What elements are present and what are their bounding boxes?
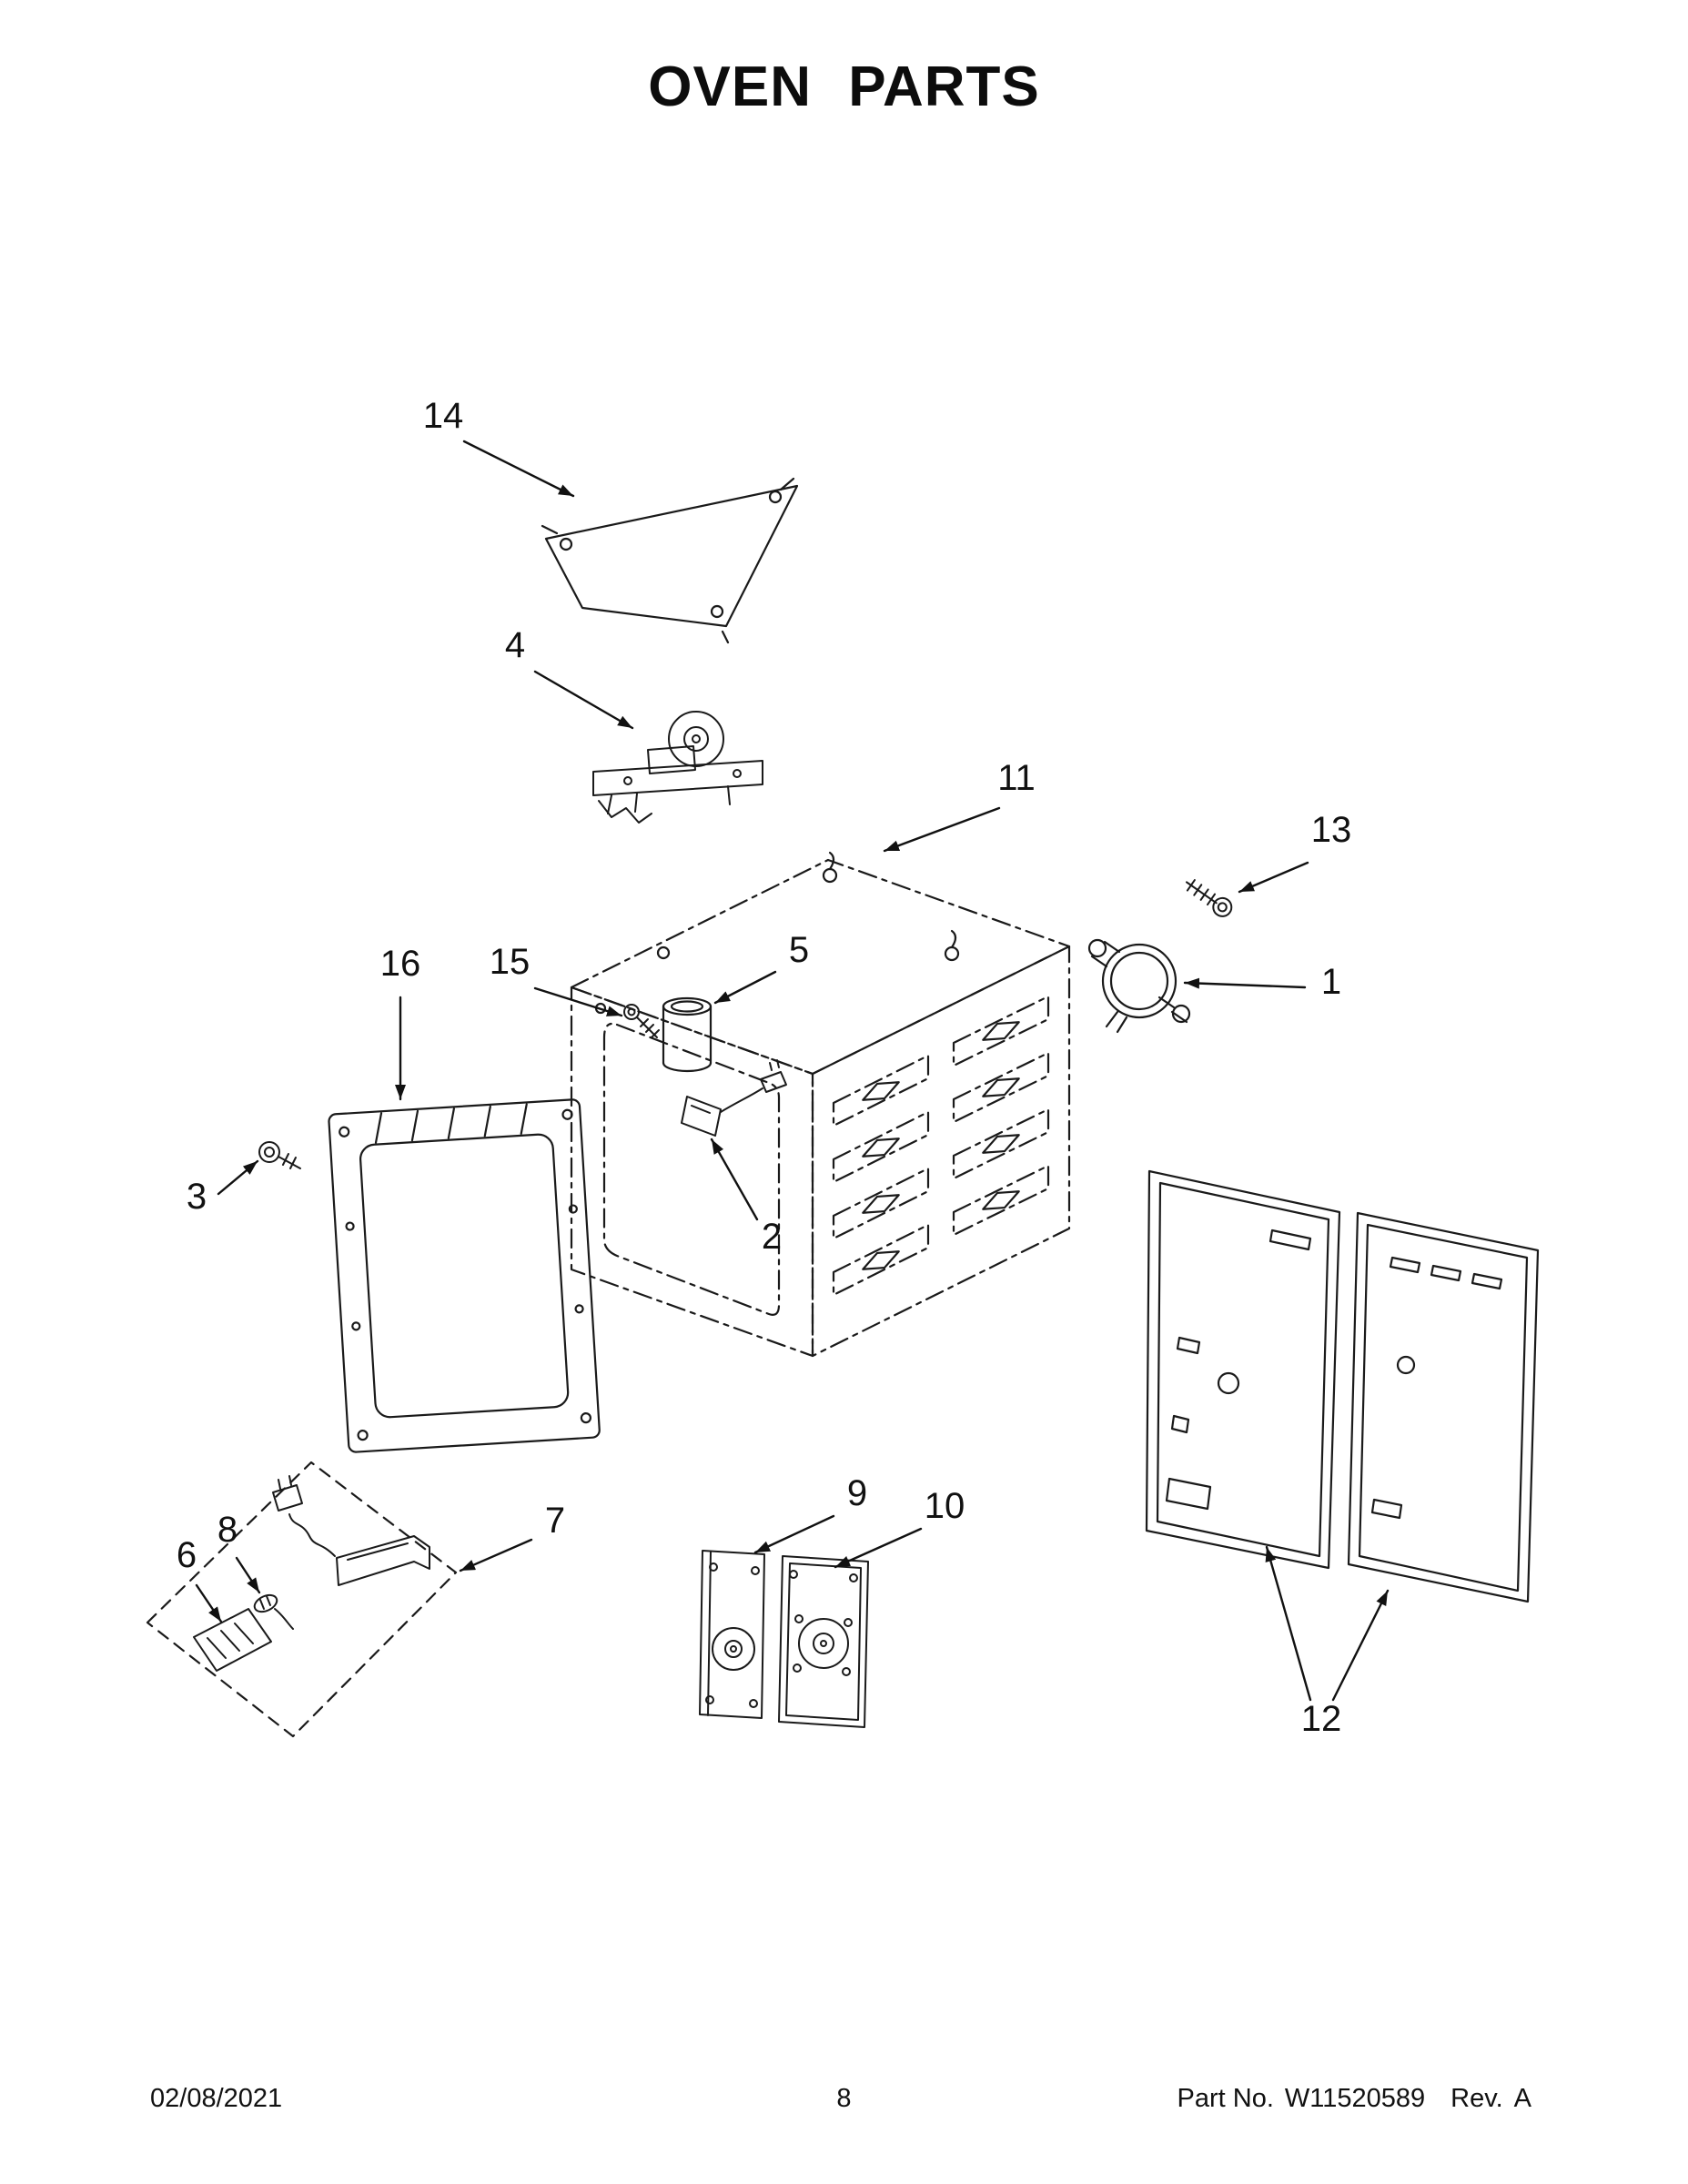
- callout-12: 12: [1301, 1699, 1342, 1739]
- callout-7: 7: [545, 1501, 565, 1541]
- callout-16: 16: [380, 944, 421, 984]
- part-9-blower-plate-left: [699, 1550, 765, 1719]
- footer-part-number: W11520589: [1284, 2084, 1426, 2113]
- callout-3: 3: [187, 1177, 207, 1217]
- part-13-screw: [1185, 879, 1233, 917]
- callout-8: 8: [217, 1510, 238, 1550]
- page-title: OVEN PARTS: [648, 56, 1040, 118]
- leader-5: [713, 970, 777, 1005]
- part-1-thermostat: [1087, 938, 1191, 1034]
- leader-10: [834, 1527, 923, 1569]
- cavity-top-details: [594, 851, 960, 1015]
- callout-15: 15: [490, 942, 531, 982]
- leader-12b: [1331, 1589, 1390, 1702]
- leader-13: [1238, 861, 1309, 894]
- part-14-cover-panel: [541, 477, 799, 644]
- leader-12a: [1265, 1545, 1312, 1702]
- part-15-screw: [623, 1004, 660, 1038]
- part-10-blower-plate-right: [778, 1555, 869, 1728]
- leader-4: [533, 670, 634, 730]
- callout-11: 11: [997, 758, 1036, 798]
- part-11-oven-cavity: [570, 851, 1071, 1358]
- part-5-cylinder: [662, 996, 713, 1073]
- footer-part-label: Part No.: [1177, 2084, 1274, 2113]
- footer-part-info: Part No. W11520589 Rev. A: [1178, 2084, 1531, 2114]
- callout-9: 9: [847, 1473, 867, 1513]
- part-8-sensor-bulb: [253, 1593, 294, 1630]
- callout-numbers: 14 4 11 13 1 5 15 16 2 3 7 6 8 9 10 12: [177, 396, 1351, 1739]
- callout-1: 1: [1321, 962, 1341, 1002]
- part-16-front-frame: [328, 1098, 601, 1453]
- leader-7: [459, 1538, 533, 1572]
- leader-1: [1183, 977, 1307, 989]
- callout-leaders: [195, 440, 1390, 1702]
- leader-8: [235, 1556, 261, 1594]
- leader-15: [533, 986, 623, 1017]
- part-3-screw: [258, 1141, 301, 1169]
- footer-rev-value: A: [1513, 2084, 1531, 2113]
- leader-9: [753, 1514, 835, 1554]
- leader-14: [462, 440, 575, 498]
- part-7-latch-assembly: [272, 1475, 430, 1586]
- page-footer: 02/08/2021 8 Part No. W11520589 Rev. A: [0, 2084, 1688, 2122]
- callout-5: 5: [789, 930, 809, 970]
- footer-rev-label: Rev.: [1450, 2084, 1503, 2113]
- footer-page-number: 8: [836, 2084, 852, 2113]
- leader-6: [195, 1583, 223, 1623]
- leader-3: [217, 1159, 259, 1196]
- part-12-rear-panel-left: [1145, 1169, 1341, 1570]
- callout-2: 2: [762, 1217, 782, 1257]
- leader-11: [883, 806, 1001, 853]
- callout-4: 4: [505, 625, 525, 665]
- part-2-sensor-bracket: [681, 1059, 787, 1137]
- leader-2: [710, 1138, 759, 1221]
- callout-6: 6: [177, 1535, 197, 1575]
- callout-10: 10: [925, 1486, 965, 1526]
- part-6-insulation-pad: [193, 1608, 272, 1672]
- part-12-rear-panel-right: [1347, 1211, 1540, 1603]
- part-4-motor-assembly: [592, 711, 763, 824]
- callout-14: 14: [423, 396, 464, 436]
- louver-diamonds: [862, 1021, 1020, 1270]
- part-7-region-outline: [146, 1461, 458, 1738]
- callout-13: 13: [1311, 810, 1352, 850]
- footer-date: 02/08/2021: [150, 2084, 283, 2113]
